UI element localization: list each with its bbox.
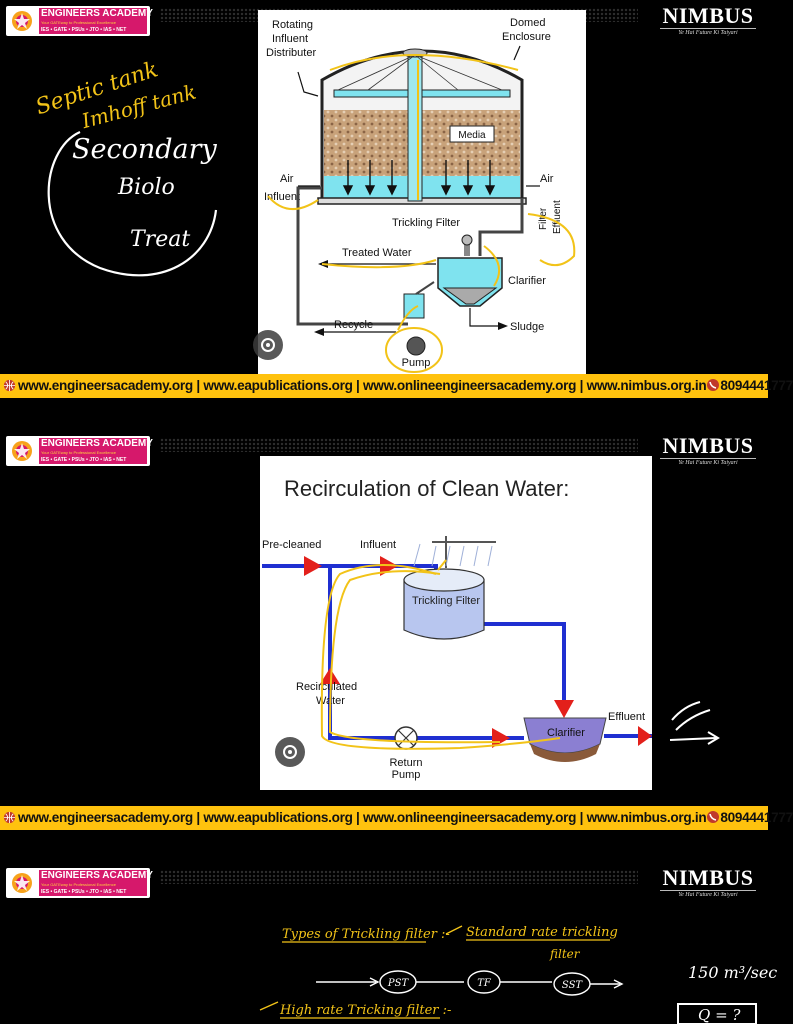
nimbus-logo: NIMBUS Ye Hai Future Ki Taiyari	[656, 4, 760, 37]
phone-icon	[707, 811, 720, 823]
slide-1: ENGINEERS ACADEMY Your GATEway to Profes…	[0, 0, 793, 398]
note-sst: SST	[562, 980, 584, 991]
pump-symbol	[406, 336, 426, 356]
label-domed: Domed	[510, 17, 545, 29]
globe-icon	[3, 379, 16, 392]
footer-text: www.engineersacademy.org | www.eapublica…	[18, 376, 793, 396]
label-effluent-vert: Effluent	[552, 200, 563, 234]
trickling-filter-tank	[403, 579, 485, 640]
label-sludge: Sludge	[510, 321, 544, 333]
note-biolo: Biolo	[117, 175, 175, 200]
label-recycle: Recycle	[334, 319, 373, 331]
footer-bar: www.engineersacademy.org | www.eapublica…	[0, 806, 793, 830]
trickling-filter-diagram: Media Rotating Influent Distributer Dome…	[264, 17, 576, 373]
footer-phone[interactable]: 8094441777	[720, 810, 793, 825]
note-pst: PST	[387, 978, 410, 989]
nimbus-logo: NIMBUS Ye Hai Future Ki Taiyari	[656, 866, 760, 899]
academy-logo: ENGINEERS ACADEMY Your GATEway to Profes…	[6, 868, 153, 898]
academy-exams: IES • GATE • PSUs • JTO • IAS • NET	[39, 888, 147, 896]
label-influent-top: Influent	[272, 33, 308, 45]
label-trickling-filter: Trickling Filter	[392, 217, 460, 229]
google-lens-icon[interactable]	[253, 330, 283, 360]
slide-3: ENGINEERS ACADEMY Your GATEway to Profes…	[0, 862, 777, 1024]
label-return: Return	[389, 757, 422, 769]
note-q: Q = ?	[698, 1006, 741, 1024]
label-pump: Pump	[402, 357, 431, 369]
slide-2: ENGINEERS ACADEMY Your GATEway to Profes…	[0, 430, 793, 830]
label-air-right: Air	[540, 173, 554, 185]
nimbus-name: NIMBUS	[662, 865, 754, 890]
nimbus-name: NIMBUS	[662, 433, 754, 458]
ink-arrow-marks	[669, 701, 720, 745]
label-enclosure: Enclosure	[502, 31, 551, 43]
q-box	[677, 1003, 757, 1024]
phone-icon	[707, 379, 720, 391]
recirculation-figure: Recirculation of Clean Water:	[260, 456, 652, 790]
nimbus-logo: NIMBUS Ye Hai Future Ki Taiyari	[656, 434, 760, 467]
note-treat: Treat	[130, 227, 190, 252]
note-filter: filter	[549, 947, 581, 961]
globe-icon	[3, 811, 16, 824]
academy-emblem-icon	[12, 873, 32, 893]
academy-exams: IES • GATE • PSUs • JTO • IAS • NET	[39, 26, 147, 34]
nimbus-name: NIMBUS	[662, 3, 754, 28]
note-secondary: Secondary	[72, 134, 218, 165]
dotted-pattern	[160, 870, 638, 884]
label-clarifier: Clarifier	[547, 727, 585, 739]
label-media: Media	[458, 130, 486, 141]
label-filter: Filter	[538, 207, 549, 230]
label-effluent: Effluent	[608, 711, 645, 723]
label-trickling-filter: Trickling Filter	[412, 595, 480, 607]
label-pre-cleaned: Pre-cleaned	[262, 539, 321, 551]
label-clarifier: Clarifier	[508, 275, 546, 287]
academy-name: ENGINEERS ACADEMY	[39, 438, 153, 450]
academy-emblem-icon	[12, 441, 32, 461]
google-lens-icon[interactable]	[275, 737, 305, 767]
academy-name: ENGINEERS ACADEMY	[39, 8, 153, 20]
footer-text: www.engineersacademy.org | www.eapublica…	[18, 808, 793, 828]
footer-phone[interactable]: 8094441777	[720, 378, 793, 393]
note-types: Types of Trickling filter :-	[282, 927, 450, 942]
slide-title: Recirculation of Clean Water:	[284, 476, 569, 501]
handwriting-notes: Septic tank Imhoff tank Secondary Biolo …	[33, 57, 218, 277]
footer-links[interactable]: www.engineersacademy.org | www.eapublica…	[18, 378, 707, 393]
academy-logo: ENGINEERS ACADEMY Your GATEway to Profes…	[6, 6, 153, 36]
recirculation-diagram: Recirculation of Clean Water:	[262, 476, 652, 781]
nimbus-tagline: Ye Hai Future Ki Taiyari	[660, 890, 756, 899]
academy-tagline: Your GATEway to Professional Excellence	[39, 450, 147, 456]
pipe-to-clarifier	[484, 622, 566, 702]
label-distributer: Distributer	[266, 47, 316, 59]
academy-logo: ENGINEERS ACADEMY Your GATEway to Profes…	[6, 436, 153, 466]
nimbus-tagline: Ye Hai Future Ki Taiyari	[660, 458, 756, 467]
bracket-arc	[47, 130, 218, 277]
academy-name: ENGINEERS ACADEMY	[39, 870, 153, 882]
pipe-recirculated	[328, 566, 524, 740]
note-high-rate: High rate Tricking filter :-	[279, 1003, 451, 1018]
academy-tagline: Your GATEway to Professional Excellence	[39, 882, 147, 888]
label-influent: Influent	[360, 539, 396, 551]
label-treated-water: Treated Water	[342, 247, 412, 259]
note-tf: TF	[477, 978, 492, 989]
academy-emblem-icon	[12, 11, 32, 31]
handwriting-notes: Types of Trickling filter :- Standard ra…	[259, 925, 777, 1024]
dotted-pattern	[160, 438, 638, 452]
nimbus-tagline: Ye Hai Future Ki Taiyari	[660, 28, 756, 37]
label-recirculated: Recirculated	[296, 681, 357, 693]
center-pipe	[407, 54, 423, 202]
academy-tagline: Your GATEway to Professional Excellence	[39, 20, 147, 26]
note-standard: Standard rate trickling	[466, 925, 618, 940]
label-air-left: Air	[280, 173, 294, 185]
footer-bar: www.engineersacademy.org | www.eapublica…	[0, 374, 793, 398]
label-rotating: Rotating	[272, 19, 313, 31]
trickling-filter-figure: Media Rotating Influent Distributer Dome…	[258, 10, 586, 374]
note-flow: 150 m³/sec	[688, 963, 777, 982]
label-return-pump: Pump	[392, 769, 421, 781]
academy-exams: IES • GATE • PSUs • JTO • IAS • NET	[39, 456, 147, 464]
footer-links[interactable]: www.engineersacademy.org | www.eapublica…	[18, 810, 707, 825]
